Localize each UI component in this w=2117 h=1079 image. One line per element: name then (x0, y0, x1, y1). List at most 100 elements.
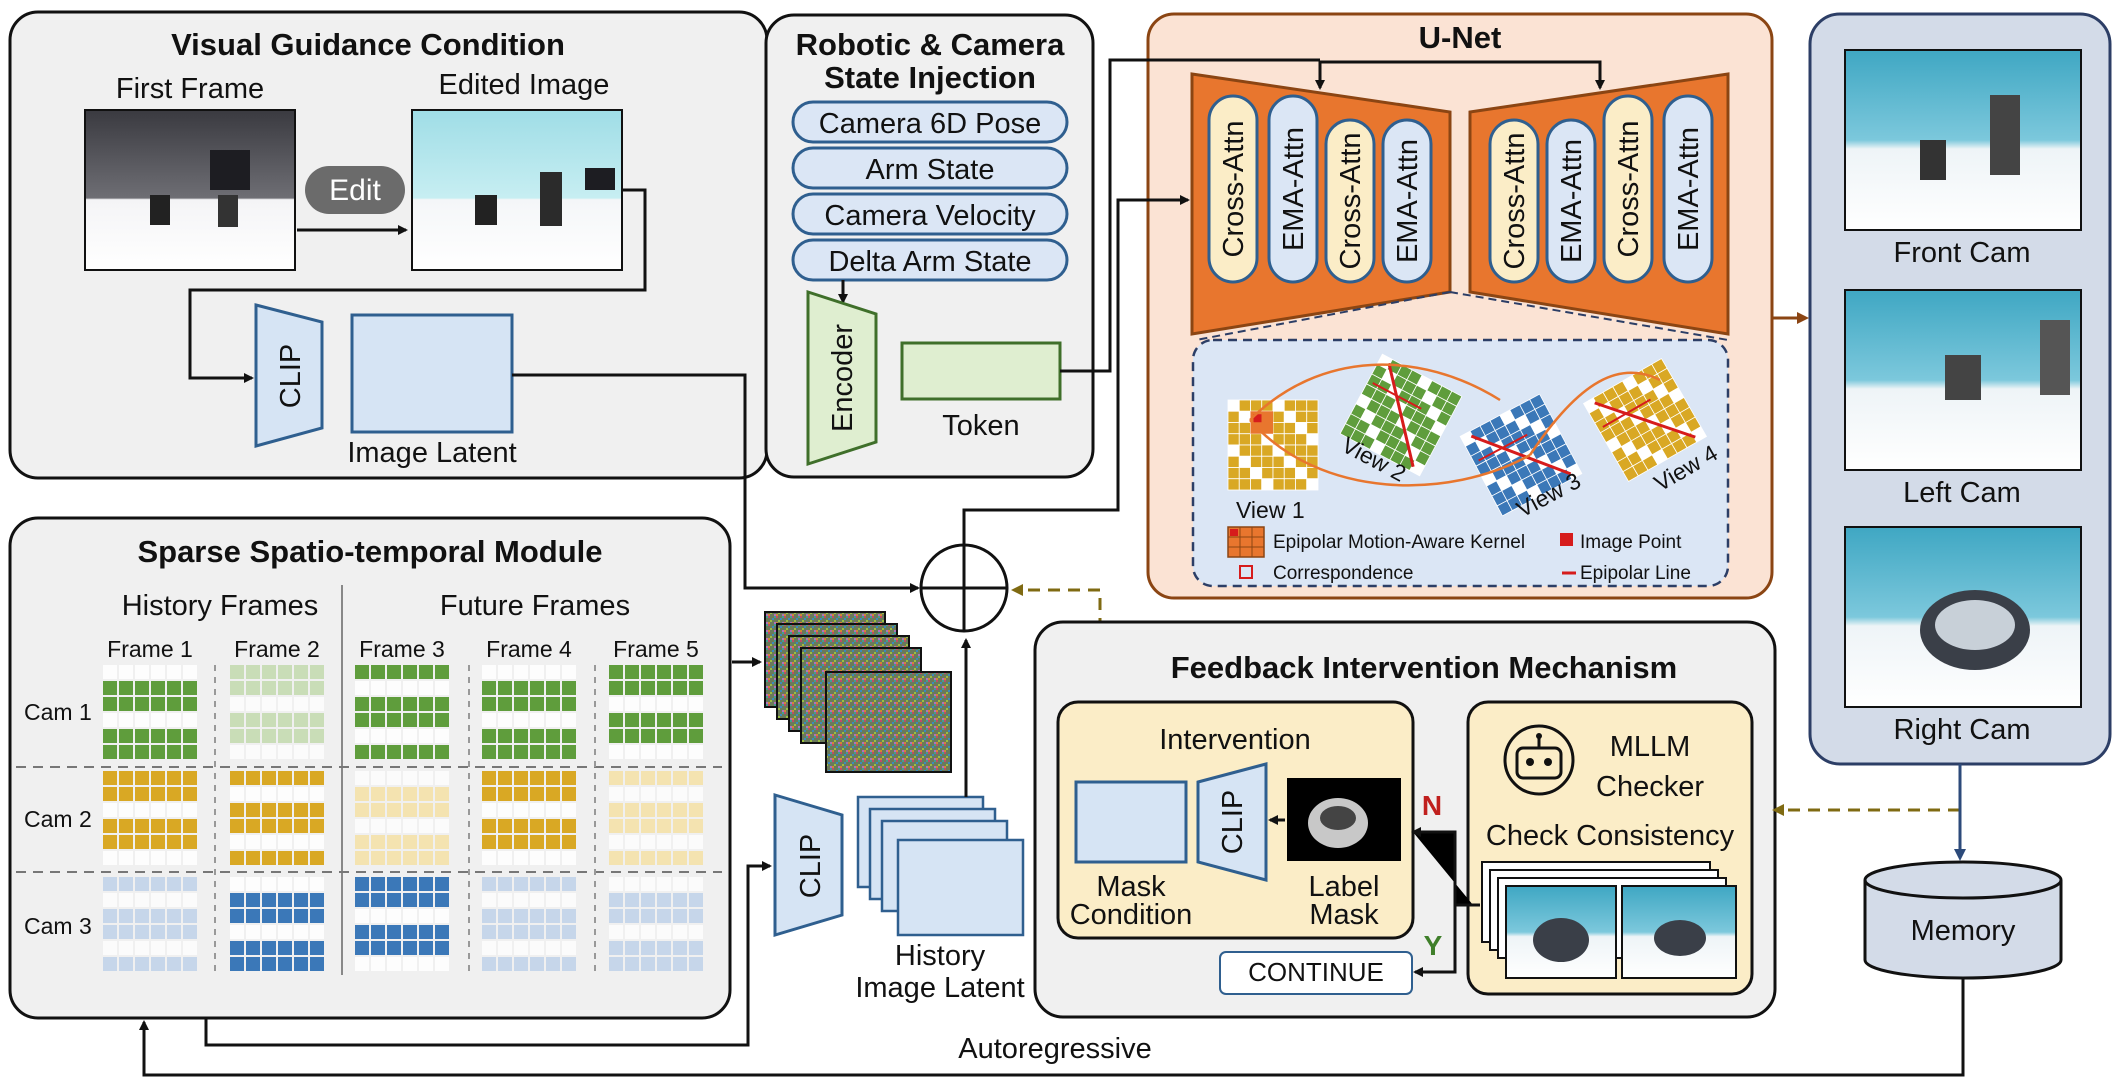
frame-cell (230, 877, 324, 971)
first-frame-label: First Frame (116, 73, 264, 105)
kernel-legend-icon (1227, 526, 1265, 558)
correspondence-legend-label: Correspondence (1273, 563, 1413, 584)
clip-label-history: CLIP (795, 834, 827, 898)
mllm-label-2: Checker (1596, 771, 1704, 803)
robot-icon (1503, 724, 1575, 796)
frame-cell (230, 665, 324, 759)
frame-cell (103, 877, 197, 971)
check-consistency-label: Check Consistency (1486, 820, 1735, 852)
camera-outputs-panel: Front Cam Left Cam Right Cam (1808, 12, 2112, 766)
state-pill-label: Camera 6D Pose (819, 108, 1041, 140)
frame-grid (103, 665, 703, 971)
history-latent-label-1: History (895, 940, 986, 972)
frame-cell (355, 771, 449, 865)
state-pill-4: Delta Arm State (791, 238, 1069, 282)
attn-label: Cross-Attn (1613, 121, 1645, 258)
frame-label: Frame 4 (486, 636, 572, 662)
right-cam-image (1844, 526, 2082, 708)
frame-cell (482, 665, 576, 759)
cam-row-label: Cam 1 (24, 699, 92, 725)
attn-label: Cross-Attn (1218, 121, 1250, 258)
frame-cell (482, 771, 576, 865)
state-pill-2: Arm State (791, 146, 1069, 190)
state-pill-label: Camera Velocity (824, 200, 1036, 232)
image-point-legend-label: Image Point (1580, 532, 1682, 553)
continue-label: CONTINUE (1248, 957, 1384, 987)
edit-badge: Edit (305, 166, 405, 214)
frame-cell (103, 771, 197, 865)
clip-encoder-history: CLIP (773, 792, 844, 938)
token-label: Token (942, 410, 1019, 442)
right-cam-label: Right Cam (1894, 714, 2031, 746)
sparse-module-title: Sparse Spatio-temporal Module (137, 534, 602, 569)
epipolar-view-grid (1339, 353, 1463, 477)
robotic-state-panel: Robotic & Camera State Injection Camera … (764, 13, 1095, 479)
clip-label-visual: CLIP (275, 344, 307, 408)
encoder-block: Encoder (806, 289, 878, 467)
feedback-title: Feedback Intervention Mechanism (1171, 650, 1677, 685)
frame-cell (355, 665, 449, 759)
frame-cell (609, 771, 703, 865)
visual-guidance-title: Visual Guidance Condition (171, 27, 565, 62)
kernel-legend-label: Epipolar Motion-Aware Kernel (1273, 532, 1525, 553)
label-mask-label-2: Mask (1309, 899, 1379, 931)
frame-cell (609, 877, 703, 971)
edited-image (411, 109, 623, 271)
unet-attn-pill: Cross-Attn (1488, 118, 1540, 284)
visual-guidance-panel: Visual Guidance Condition First Frame Ed… (8, 10, 769, 480)
robotic-title-line1: Robotic & Camera (796, 27, 1065, 62)
left-cam-label: Left Cam (1903, 477, 2021, 509)
unet-panel: U-Net Cross-Attn EMA-Attn Cross-Attn EMA… (1146, 12, 1774, 600)
mllm-label-1: MLLM (1610, 731, 1691, 763)
edit-label: Edit (329, 174, 381, 207)
mask-condition-label-1: Mask (1096, 871, 1166, 903)
state-pill-label: Arm State (866, 154, 995, 186)
epipolar-views (1227, 353, 1708, 517)
mask-condition-label-2: Condition (1070, 899, 1193, 931)
unet-attn-pill: EMA-Attn (1545, 118, 1597, 284)
state-pill-3: Camera Velocity (791, 192, 1069, 236)
clip-encoder-visual: CLIP (254, 303, 324, 448)
state-pill-1: Camera 6D Pose (791, 100, 1069, 144)
intervention-title: Intervention (1159, 724, 1311, 756)
noise-latent-stack (764, 611, 952, 773)
image-latent-box (350, 313, 514, 434)
token-box (900, 341, 1062, 401)
epipolar-view-grid (1582, 357, 1708, 483)
frame-label: Frame 1 (107, 636, 193, 662)
feedback-panel: Feedback Intervention Mechanism Interven… (1033, 620, 1777, 1019)
attn-label: EMA-Attn (1556, 139, 1588, 263)
attn-label: Cross-Attn (1499, 133, 1531, 270)
image-point-legend-icon (1560, 533, 1573, 546)
robotic-title-line2: State Injection (824, 60, 1036, 95)
unet-attn-pill: Cross-Attn (1207, 94, 1259, 284)
frame-cell (355, 877, 449, 971)
history-latent-stack (856, 795, 1025, 937)
history-frames-label: History Frames (122, 590, 319, 622)
edited-image-label: Edited Image (439, 69, 610, 101)
sparse-module-panel: Sparse Spatio-temporal Module History Fr… (8, 516, 732, 1020)
unet-attn-pill: Cross-Attn (1602, 94, 1654, 284)
frame-labels: Frame 1 Frame 2 Frame 3 Frame 4 Frame 5 (107, 636, 699, 662)
attn-label: Cross-Attn (1335, 133, 1367, 270)
attn-label: EMA-Attn (1673, 127, 1705, 251)
state-pill-label: Delta Arm State (828, 246, 1031, 278)
frame-cell (609, 665, 703, 759)
epipolar-line-legend-label: Epipolar Line (1580, 563, 1691, 584)
attn-label: EMA-Attn (1392, 139, 1424, 263)
clip-label-intervention: CLIP (1217, 790, 1249, 854)
epipolar-view-grid (1459, 393, 1583, 517)
unet-attn-pill: Cross-Attn (1324, 118, 1376, 284)
clip-encoder-intervention: CLIP (1196, 762, 1268, 882)
front-cam-label: Front Cam (1894, 237, 2031, 269)
unet-attn-pill: EMA-Attn (1662, 94, 1714, 284)
memory-label: Memory (1911, 915, 2016, 947)
cam-row-label: Cam 3 (24, 913, 92, 939)
unet-title: U-Net (1419, 20, 1502, 55)
no-branch-label: N (1422, 790, 1442, 821)
memory-store: Memory (1863, 860, 2063, 980)
autoregressive-label: Autoregressive (958, 1033, 1151, 1065)
mask-condition-box (1074, 780, 1188, 864)
attn-label: EMA-Attn (1278, 127, 1310, 251)
